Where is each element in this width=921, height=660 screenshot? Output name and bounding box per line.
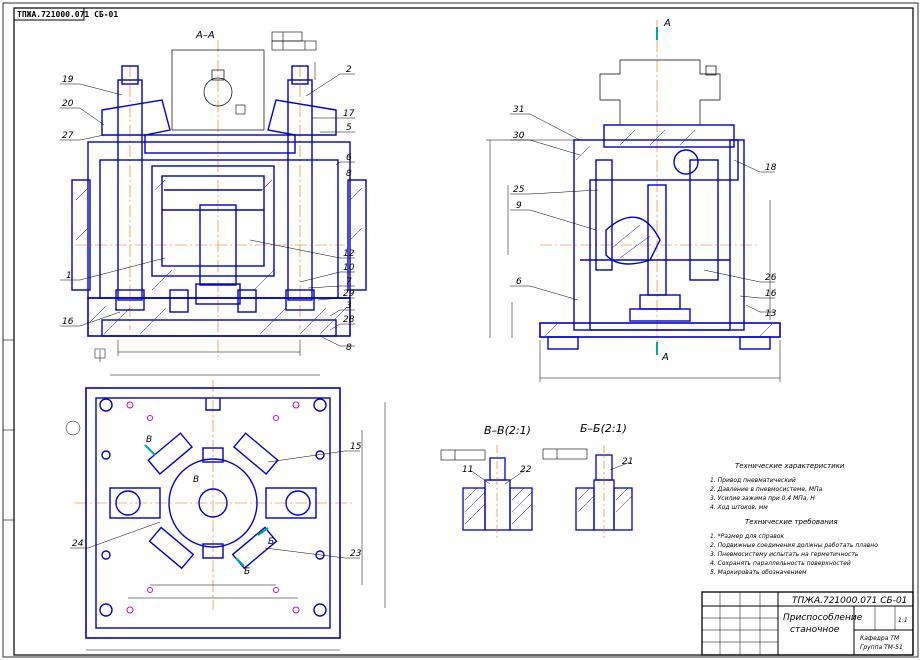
callout-17: 17 bbox=[343, 109, 355, 119]
callout-19: 19 bbox=[62, 75, 74, 85]
callout-29: 29 bbox=[343, 289, 355, 299]
callout-10: 10 bbox=[343, 263, 355, 273]
tech-title: Технические характеристики bbox=[735, 462, 845, 470]
detail-bb bbox=[575, 445, 633, 540]
callout-9: 9 bbox=[516, 201, 522, 211]
tech-item-2: 2. Давление в пневмосистеме, МПа bbox=[710, 486, 823, 493]
gdt-details bbox=[440, 448, 588, 461]
callout-23: 23 bbox=[350, 549, 362, 559]
callout-1: 1 bbox=[66, 271, 72, 281]
side-view bbox=[539, 20, 781, 350]
title-scale: 1:1 bbox=[898, 617, 908, 624]
section-marker-a-top: А bbox=[663, 18, 671, 29]
dimension-lines-a-a bbox=[94, 62, 316, 362]
callout-7: 7 bbox=[346, 277, 352, 287]
callouts-a-a: 19 20 27 2 17 5 6 8 1 12 10 7 29 3 28 8 … bbox=[62, 65, 355, 353]
callout-8b: 8 bbox=[346, 343, 352, 353]
req-item-3: 3. Пневмосистему испытать на герметичнос… bbox=[710, 551, 859, 558]
callouts-plan: 15 24 23 bbox=[72, 442, 362, 559]
tech-notes: Технические характеристики 1. Привод пне… bbox=[710, 462, 878, 576]
callout-13: 13 bbox=[765, 309, 777, 319]
section-b-v-markers bbox=[144, 444, 269, 567]
section-a-a-view bbox=[71, 40, 367, 360]
req-item-2: 2. Подвижные соединения должны работать … bbox=[710, 542, 878, 549]
tech-item-3: 3. Усилие зажима при 0,4 МПа, Н bbox=[710, 495, 815, 502]
title-org-2: Группа ТМ-51 bbox=[860, 644, 903, 651]
stamp-box bbox=[13, 7, 85, 21]
callout-22: 22 bbox=[520, 465, 532, 475]
callout-16: 16 bbox=[62, 317, 74, 327]
req-item-5: 5. Маркировать обозначением bbox=[710, 569, 807, 576]
callout-25: 25 bbox=[513, 185, 525, 195]
leaders-plan bbox=[70, 450, 360, 559]
cut-label-v: В bbox=[146, 435, 152, 445]
inner-frame bbox=[13, 7, 914, 656]
callout-11: 11 bbox=[462, 465, 473, 475]
hatching-details bbox=[464, 487, 633, 525]
callout-30: 30 bbox=[513, 131, 525, 141]
dimension-lines-side bbox=[486, 139, 781, 382]
callout-20: 20 bbox=[62, 99, 74, 109]
tech-item-4: 4. Ход штоков, мм bbox=[710, 504, 768, 511]
section-label-vv: В–В(2:1) bbox=[484, 424, 531, 437]
detail-vv bbox=[462, 445, 533, 540]
title-code: ТПЖА.721000.071 СБ-01 bbox=[792, 596, 907, 606]
title-block bbox=[701, 591, 914, 656]
plan-view bbox=[75, 380, 355, 639]
callout-15: 15 bbox=[350, 442, 362, 452]
callouts-side: 31 30 25 9 6 18 26 16 13 bbox=[513, 105, 777, 319]
cut-label-b: Б bbox=[268, 537, 274, 547]
callout-21: 21 bbox=[622, 457, 633, 467]
callout-2: 2 bbox=[346, 65, 352, 75]
callout-5: 5 bbox=[346, 123, 352, 133]
callout-8a: 8 bbox=[346, 169, 352, 179]
req-item-1: 1. *Размер для справок bbox=[710, 533, 784, 540]
leaders-side bbox=[510, 113, 775, 313]
title-name-1: Приспособление bbox=[783, 613, 863, 623]
callouts-details: 11 22 21 bbox=[462, 457, 633, 475]
title-name-2: станочное bbox=[790, 625, 840, 635]
tech-item-1: 1. Привод пневматический bbox=[710, 477, 796, 484]
callout-6: 6 bbox=[346, 153, 352, 163]
cut-label-b2: Б bbox=[244, 567, 250, 577]
section-marker-a-bottom: А bbox=[661, 352, 669, 363]
leaders-details bbox=[469, 461, 631, 485]
hatching-a-a bbox=[75, 179, 363, 335]
callout-27: 27 bbox=[62, 131, 74, 141]
callout-26: 26 bbox=[765, 273, 777, 283]
gdt-frames-a-a bbox=[235, 31, 317, 115]
callout-6-side: 6 bbox=[516, 277, 522, 287]
title-org-1: Кафедра ТМ bbox=[860, 635, 900, 642]
req-title: Технические требования bbox=[745, 518, 838, 526]
callout-28: 28 bbox=[343, 315, 355, 325]
section-label-bb: Б–Б(2:1) bbox=[580, 422, 627, 435]
callout-16-side: 16 bbox=[765, 289, 777, 299]
callout-12: 12 bbox=[343, 249, 355, 259]
req-item-4: 4. Сохранять параллельность поверхностей bbox=[710, 560, 851, 567]
cut-label-v2: В bbox=[193, 475, 199, 485]
section-label-aa: А–А bbox=[195, 30, 215, 41]
callout-18: 18 bbox=[765, 163, 777, 173]
callout-3: 3 bbox=[346, 301, 352, 311]
callout-31: 31 bbox=[513, 105, 524, 115]
leaders-a-a bbox=[60, 73, 355, 347]
callout-24: 24 bbox=[72, 539, 84, 549]
stamp-text: ТПЖА.721000.071 СБ-01 bbox=[17, 10, 118, 19]
dimension-lines-plan bbox=[65, 374, 386, 651]
hatching-side bbox=[544, 129, 773, 337]
plan-holes-small bbox=[126, 401, 300, 614]
